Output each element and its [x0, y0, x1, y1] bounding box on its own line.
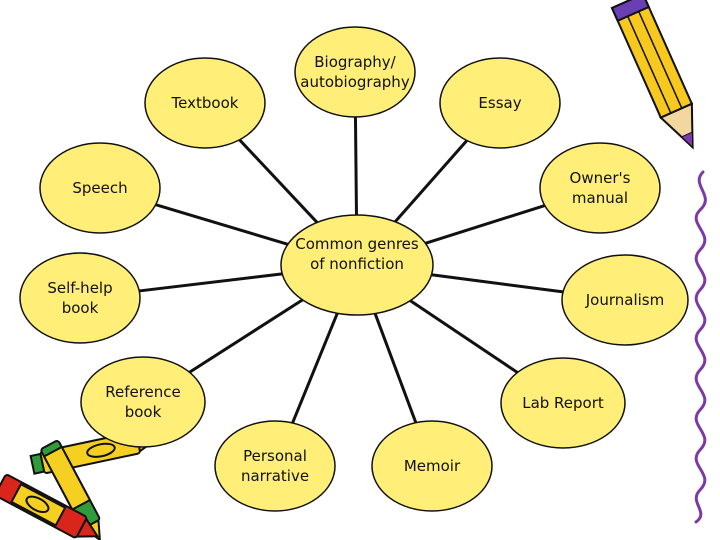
genre-bubble — [80, 356, 206, 448]
connector-line-speech — [155, 203, 289, 246]
genre-label: Lab Report — [522, 394, 604, 412]
center-node: Common genres of nonfiction — [280, 214, 434, 316]
genre-node-self-help: Self-help book — [19, 252, 141, 344]
genre-node-personal-narrative: Personal narrative — [214, 420, 336, 512]
center-bubble — [280, 214, 434, 316]
genre-bubble — [39, 142, 161, 234]
genre-nodes: Common genres of nonfiction Textbook Biogra… — [19, 26, 689, 512]
pencil-icon — [610, 0, 694, 150]
genre-label: manual — [572, 189, 628, 207]
genre-bubble — [500, 357, 626, 449]
genre-label: book — [125, 403, 162, 421]
genre-label: autobiography — [300, 73, 410, 91]
connector-line-reference — [188, 298, 304, 374]
connector-lines — [139, 116, 564, 424]
genre-node-journalism: Journalism — [561, 254, 689, 346]
genre-bubble — [439, 57, 561, 149]
genre-bubble — [19, 252, 141, 344]
genre-label: Biography/ — [314, 53, 396, 71]
genre-label: Reference — [105, 383, 181, 401]
connector-line-biography — [353, 116, 358, 216]
connector-line-lab-report — [409, 299, 519, 374]
genre-label: Memoir — [404, 457, 461, 475]
connector-line-owners-manual — [425, 204, 546, 245]
genre-bubble — [561, 254, 689, 346]
genre-node-speech: Speech — [39, 142, 161, 234]
genre-bubble — [539, 142, 661, 234]
genre-node-reference: Reference book — [80, 356, 206, 448]
genre-label: Speech — [72, 179, 127, 197]
genre-bubble — [371, 420, 493, 512]
genre-label: Owner's — [570, 169, 631, 187]
genre-node-memoir: Memoir — [371, 420, 493, 512]
genre-label: Self-help — [47, 279, 112, 297]
connector-line-journalism — [431, 273, 564, 294]
genre-label: Textbook — [171, 94, 239, 112]
genre-bubble — [294, 26, 416, 118]
squiggle-border-icon — [694, 170, 707, 524]
connector-line-self-help — [139, 272, 283, 293]
center-label: of nonfiction — [310, 255, 404, 273]
connector-line-textbook — [238, 138, 319, 224]
genre-bubble — [144, 57, 266, 149]
connector-line-memoir — [373, 313, 418, 424]
crayon-icon — [0, 474, 100, 539]
genre-label: book — [62, 299, 99, 317]
center-label: Common genres — [295, 235, 419, 253]
genre-node-essay: Essay — [439, 57, 561, 149]
genre-label: Journalism — [585, 291, 664, 309]
genre-node-textbook: Textbook — [144, 57, 266, 149]
genre-node-lab-report: Lab Report — [500, 357, 626, 449]
genre-label: narrative — [241, 467, 309, 485]
genre-node-owners-manual: Owner's manual — [539, 142, 661, 234]
genre-bubble — [214, 420, 336, 512]
genre-label: Essay — [478, 94, 521, 112]
genre-node-biography: Biography/autobiography — [294, 26, 416, 118]
connector-line-personal-narrative — [291, 312, 339, 424]
genre-label: Personal — [243, 447, 307, 465]
connector-line-essay — [394, 139, 469, 223]
